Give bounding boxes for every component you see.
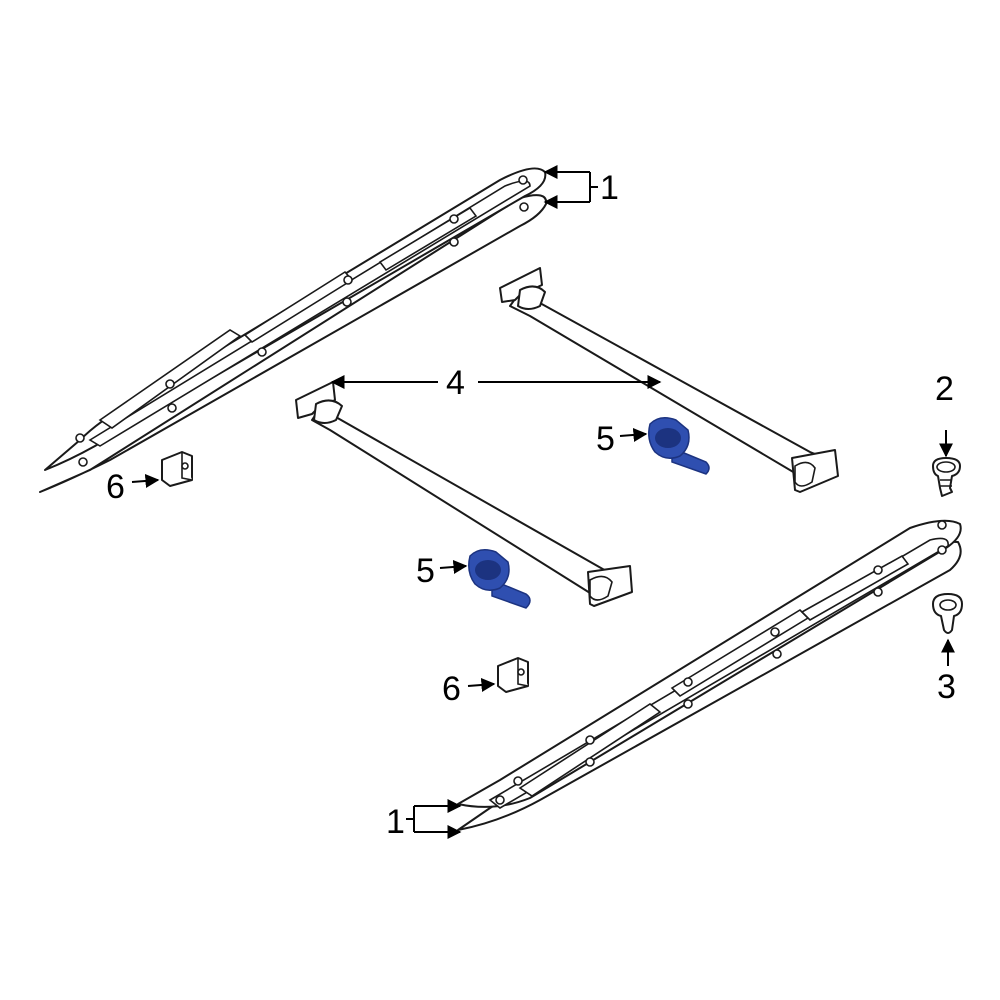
side-rail-lower [457, 519, 962, 831]
callout-2: 2 [935, 370, 954, 458]
callout-6-lower: 6 [442, 670, 496, 708]
clip-upper [161, 451, 193, 487]
callout-label-1-lower: 1 [386, 803, 405, 841]
callout-label-3: 3 [937, 668, 956, 706]
bolt-upper [648, 417, 710, 475]
callout-label-1-upper: 1 [600, 169, 619, 207]
grommet-upper [932, 457, 961, 497]
callout-5-lower: 5 [416, 552, 468, 590]
side-rail-upper [39, 167, 548, 493]
callout-label-5-lower: 5 [416, 552, 435, 590]
callout-1-upper: 1 [543, 165, 619, 209]
callout-label-2: 2 [935, 370, 954, 408]
bolt-lower [468, 549, 531, 609]
callout-label-6-lower: 6 [442, 670, 461, 708]
callout-label-6-upper: 6 [106, 468, 125, 506]
callout-label-4: 4 [446, 364, 465, 402]
crossbar-front [295, 381, 633, 607]
callout-5-upper: 5 [596, 420, 648, 458]
callout-3: 3 [937, 638, 956, 706]
crossbar-rear [499, 267, 839, 493]
clip-lower [497, 657, 529, 693]
callout-label-5-upper: 5 [596, 420, 615, 458]
callout-6-upper: 6 [106, 468, 160, 506]
callout-1-lower: 1 [386, 799, 462, 841]
grommet-lower [932, 593, 963, 634]
callout-4: 4 [330, 364, 662, 402]
